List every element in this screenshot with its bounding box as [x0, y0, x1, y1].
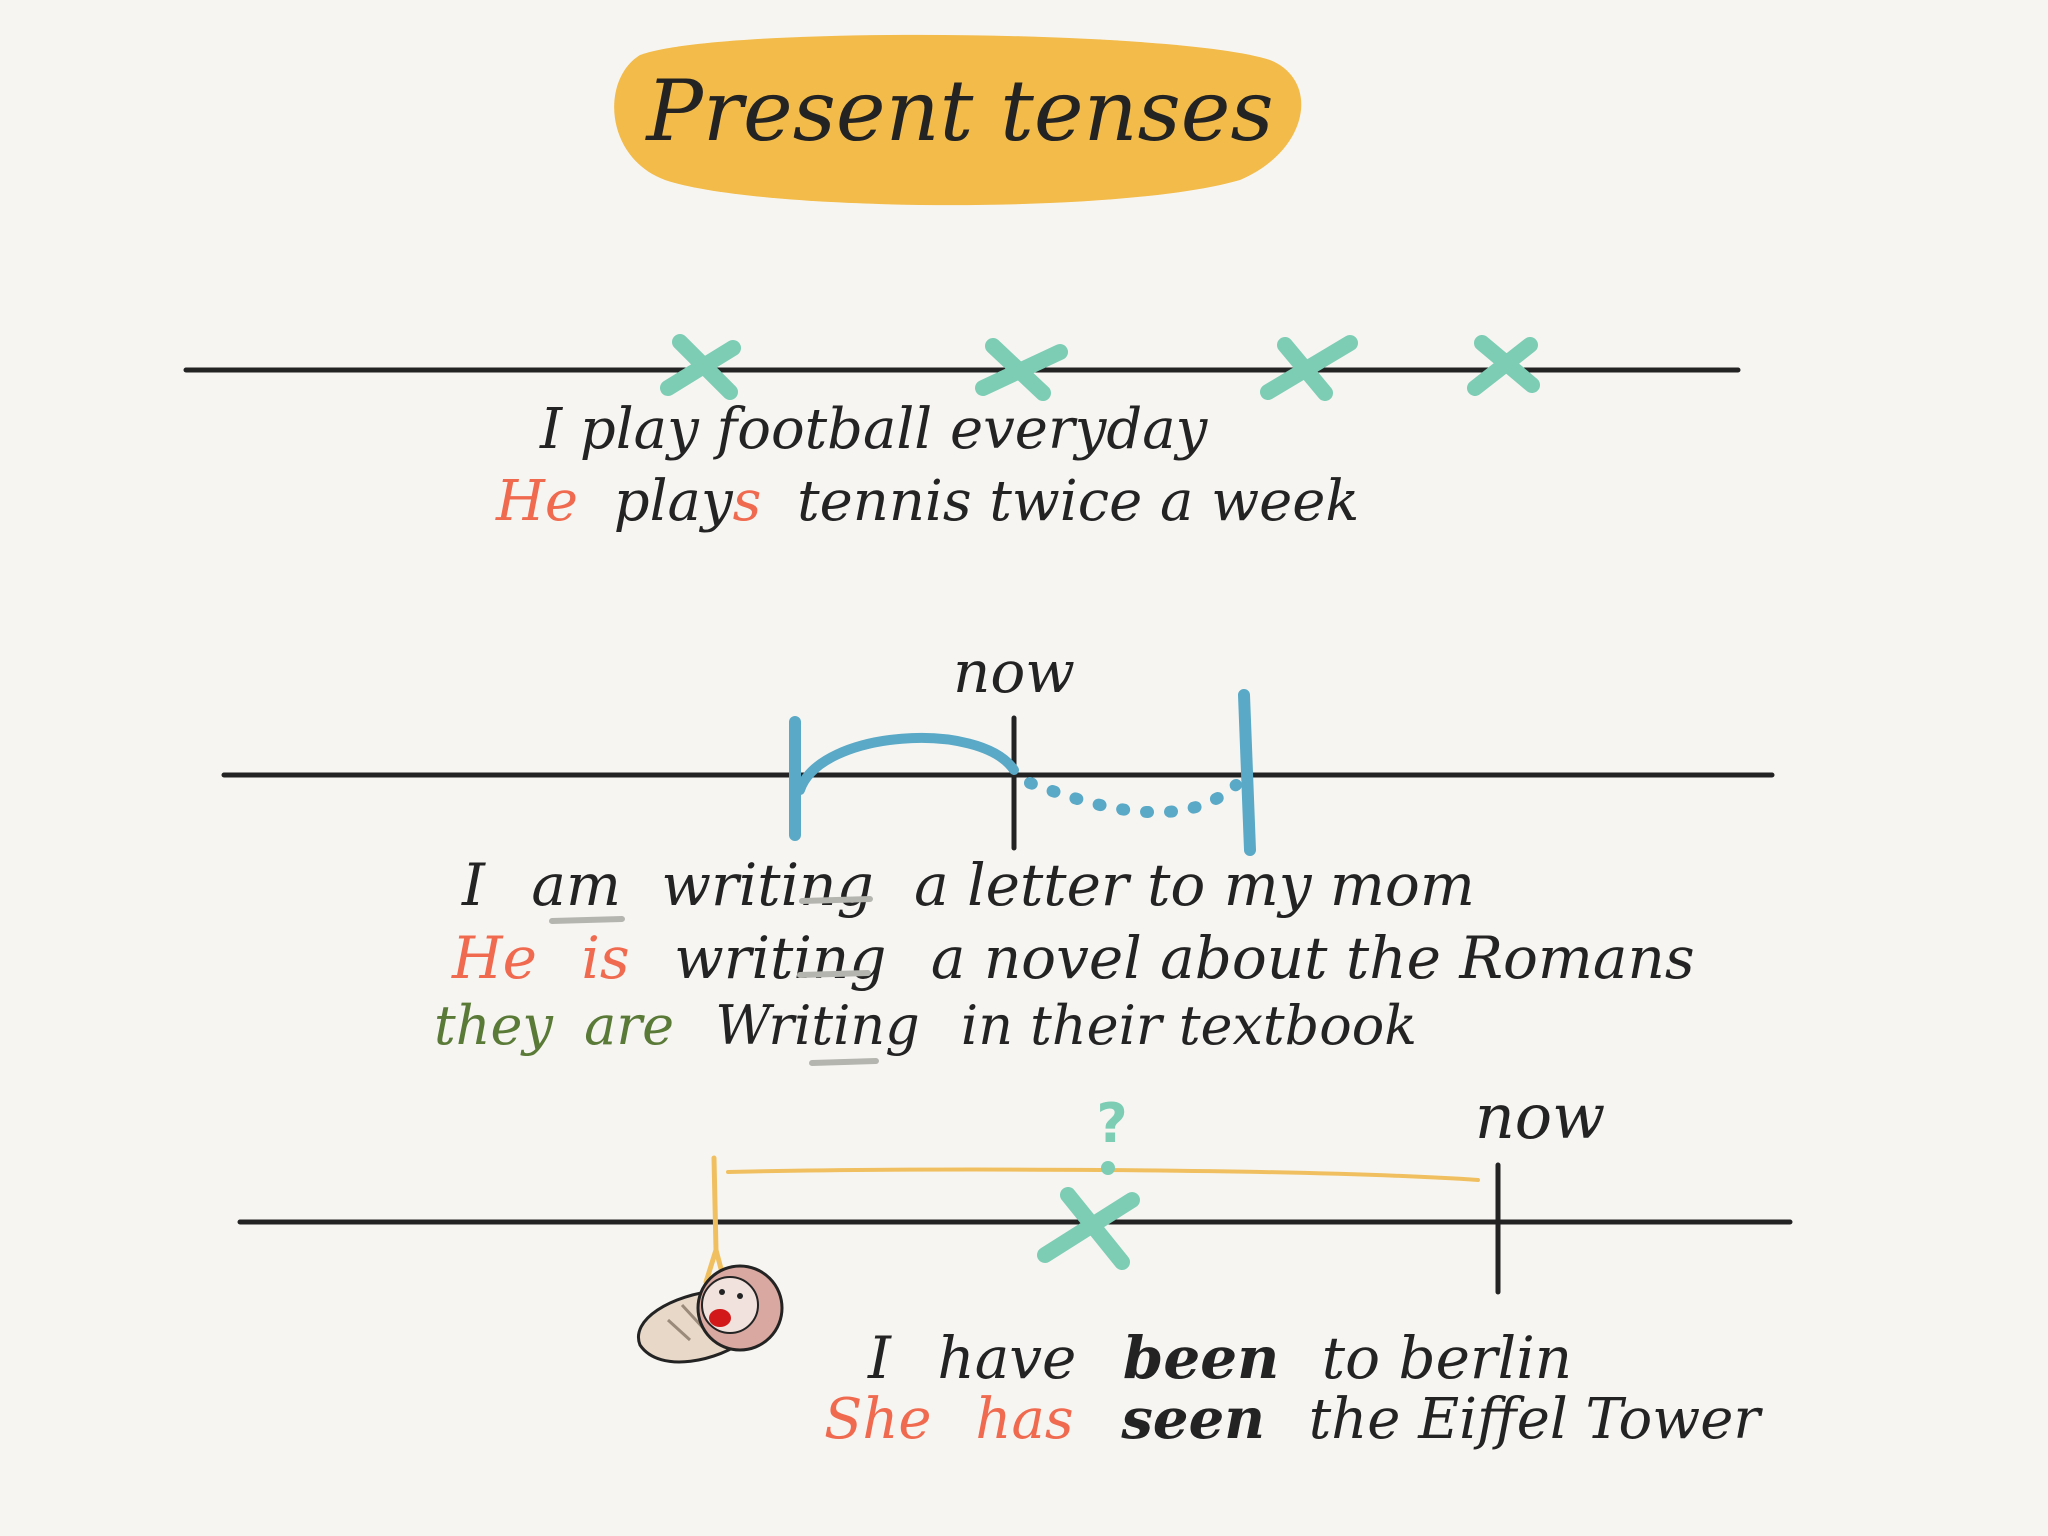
baby-face — [701, 1276, 759, 1334]
underline — [799, 896, 873, 904]
cross-mark-icon — [660, 334, 741, 400]
title-group: Present tenses — [614, 34, 1302, 206]
underline — [797, 970, 871, 978]
end-bracket — [1238, 689, 1256, 856]
they-subject: they — [434, 994, 554, 1057]
perfect-timeline-group: now ? I have been to berlin — [237, 1080, 1793, 1452]
verb-stem: play — [614, 469, 734, 534]
now-label: now — [1475, 1080, 1605, 1153]
now-label: now — [953, 638, 1075, 706]
she-subject: She — [824, 1387, 932, 1452]
aux-has: has — [975, 1387, 1073, 1452]
cross-mark-icon — [1467, 335, 1540, 396]
life-span-line — [726, 1167, 1480, 1182]
cross-mark-icon — [1037, 1187, 1140, 1270]
page-title: Present tenses — [644, 62, 1273, 160]
perfect-sentence-1: I have been to berlin — [867, 1324, 1572, 1392]
simple-timeline-group: I play football everyday He plays tennis… — [183, 334, 1741, 534]
question-mark-icon: ? — [1096, 1092, 1127, 1155]
cross-mark-icon — [1260, 335, 1358, 401]
progress-arc — [795, 733, 1019, 795]
verb-ending-s: s — [733, 469, 762, 534]
continuous-sentence-2: He is writing a novel about the Romans — [451, 924, 1695, 992]
cross-mark-icon — [975, 338, 1068, 401]
perfect-sentence-2: She has seen the Eiffel Tower — [824, 1386, 1763, 1452]
underline — [809, 1058, 879, 1066]
he-subject: He — [451, 924, 537, 992]
title-blob — [614, 34, 1302, 206]
aux-am: am — [531, 851, 621, 919]
participle-been: been — [1123, 1324, 1280, 1392]
aux-are: are — [584, 994, 674, 1057]
he-subject: He — [495, 469, 578, 534]
upcoming-dotted-arc — [1024, 777, 1242, 819]
continuous-timeline-group: now I am writing a letter to my mom He i… — [221, 638, 1775, 1066]
underline — [549, 916, 625, 924]
question-dot — [1101, 1161, 1115, 1175]
baby-mouth — [709, 1309, 731, 1327]
continuous-sentence-3: they are Writing in their textbook — [434, 994, 1417, 1057]
newborn-baby-icon — [637, 1264, 784, 1364]
simple-sentence-1: I play football everyday — [539, 397, 1209, 462]
aux-have: have — [937, 1324, 1076, 1392]
participle-seen: seen — [1120, 1386, 1265, 1452]
simple-sentence-2: He plays tennis twice a week — [495, 469, 1359, 534]
continuous-sentence-1: I am writing a letter to my mom — [461, 851, 1475, 919]
aux-is: is — [581, 924, 629, 992]
